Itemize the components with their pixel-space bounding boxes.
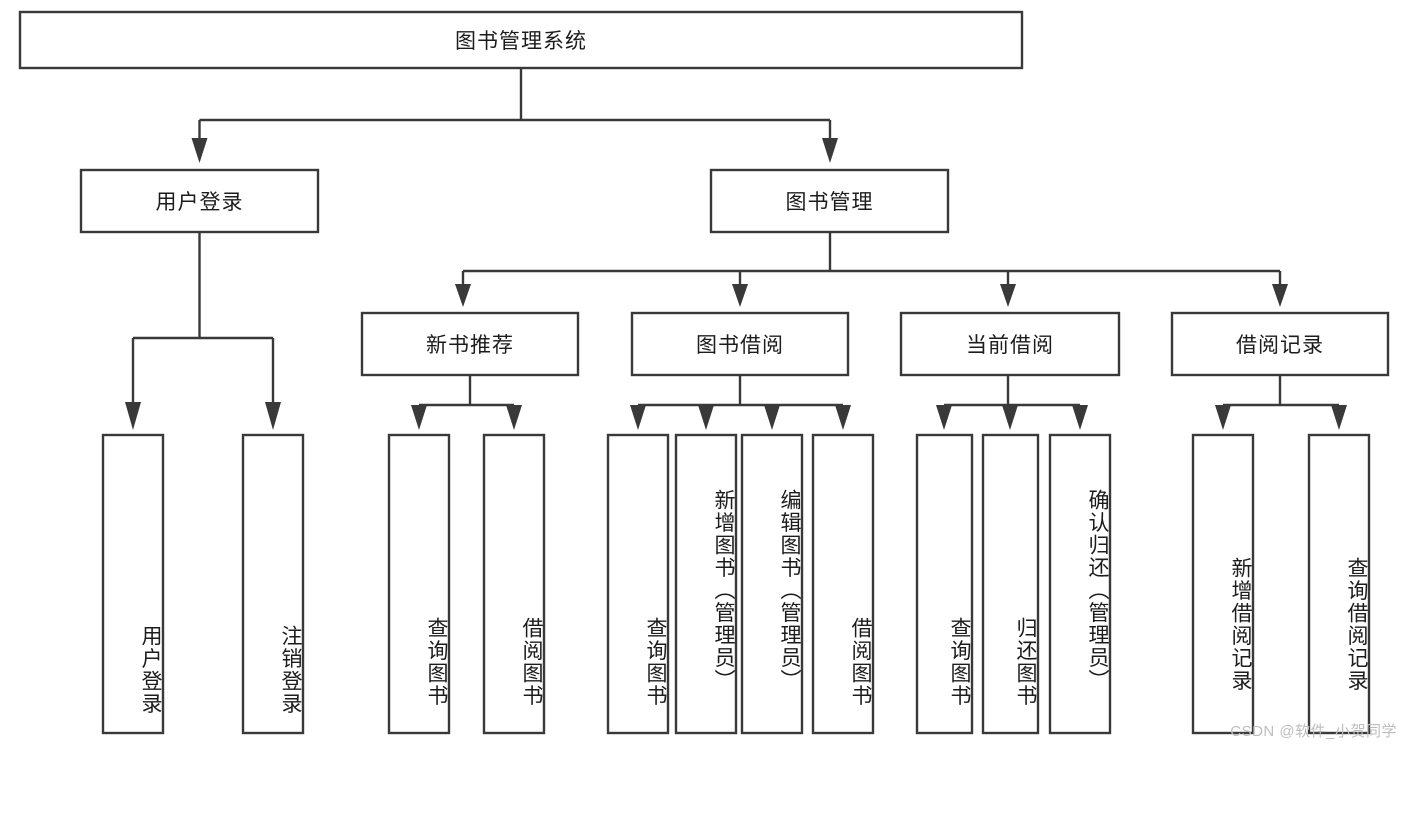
arrow-head-leaf-return-book <box>1002 405 1018 430</box>
arrow-head-leaf-borrow-book-2 <box>835 405 851 430</box>
arrow-head-leaf-query-record <box>1331 405 1347 430</box>
node-leaf-query-record-box[interactable] <box>1307 433 1371 735</box>
arrow-head-leaf-user-login <box>125 402 141 430</box>
arrow-head-leaf-query-book-1 <box>411 405 427 430</box>
arrow-head-leaf-borrow-book-1 <box>506 405 522 430</box>
node-new-book-recommend-box[interactable] <box>360 311 580 377</box>
arrow-head-user-login <box>191 138 208 163</box>
node-user-login-box[interactable] <box>79 168 320 234</box>
arrow-head-current-borrow <box>1000 284 1016 307</box>
watermark-text: CSDN @软件_小贺同学 <box>1230 723 1397 740</box>
arrow-head-leaf-edit-book <box>764 405 780 430</box>
edges-new-book-recommend-to-leaves <box>411 375 522 430</box>
node-leaf-edit-book-box[interactable] <box>740 433 804 735</box>
arrow-head-leaf-add-book <box>698 405 714 430</box>
edges-book-manage-to-level3 <box>455 232 1288 307</box>
node-leaf-return-book-box[interactable] <box>981 433 1040 735</box>
node-leaf-user-logout-box[interactable] <box>241 433 305 735</box>
arrow-head-leaf-confirm-return <box>1072 405 1088 430</box>
arrow-head-leaf-add-record <box>1215 405 1231 430</box>
arrow-head-book-manage <box>822 138 838 163</box>
node-book-borrow-box[interactable] <box>630 311 850 377</box>
arrow-head-new-book-recommend <box>455 284 471 307</box>
arrow-head-leaf-query-book-3 <box>936 405 952 430</box>
node-root-box[interactable] <box>18 10 1024 70</box>
edges-current-borrow-to-leaves <box>936 375 1088 430</box>
node-leaf-user-login-box[interactable] <box>101 433 165 735</box>
node-leaf-query-book-1-box[interactable] <box>387 433 451 735</box>
node-leaf-add-book-box[interactable] <box>674 433 738 735</box>
node-leaf-confirm-return-box[interactable] <box>1048 433 1112 735</box>
node-leaf-borrow-book-1-box[interactable] <box>482 433 546 735</box>
arrow-head-book-borrow <box>732 284 748 307</box>
node-leaf-borrow-book-2-box[interactable] <box>811 433 875 735</box>
node-current-borrow-box[interactable] <box>899 311 1121 377</box>
edges-book-borrow-to-leaves <box>630 375 851 430</box>
arrow-head-leaf-user-logout <box>265 402 281 430</box>
node-book-manage-box[interactable] <box>709 168 950 234</box>
node-leaf-query-book-3-box[interactable] <box>915 433 974 735</box>
edges-borrow-record-to-leaves <box>1215 375 1347 430</box>
edges-user-login-to-leaves <box>125 232 281 430</box>
tree-diagram-svg <box>18 10 1390 735</box>
arrow-head-leaf-query-book-2 <box>630 405 646 430</box>
edges-root-to-level2 <box>191 68 838 163</box>
node-leaf-add-record-box[interactable] <box>1191 433 1255 735</box>
arrow-head-borrow-record <box>1272 284 1288 307</box>
node-leaf-query-book-2-box[interactable] <box>606 433 670 735</box>
diagram-canvas: 图书管理系统 用户登录 图书管理 新书推荐 图书借阅 当前借阅 借阅记录 用户登… <box>18 10 1397 740</box>
node-borrow-record-box[interactable] <box>1170 311 1390 377</box>
